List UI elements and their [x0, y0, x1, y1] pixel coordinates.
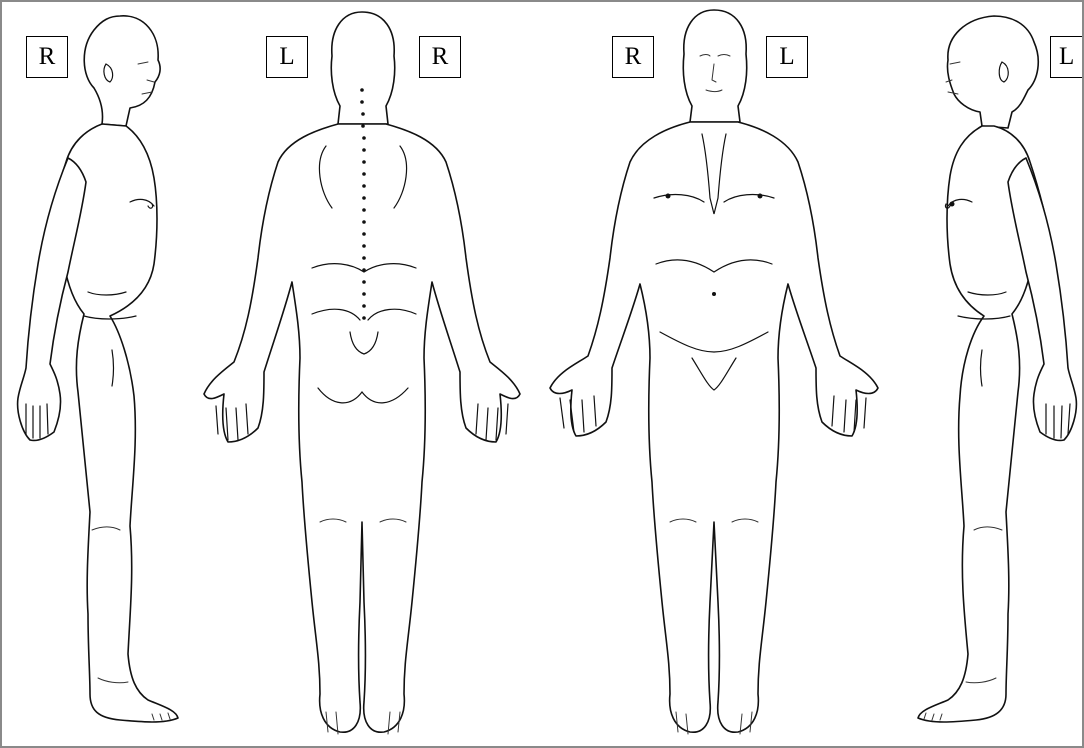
back-view-right-label: R	[419, 36, 461, 78]
front-view-left-label: L	[766, 36, 808, 78]
back-view-figure	[204, 12, 520, 734]
front-view-right-label: R	[612, 36, 654, 78]
right-side-view-figure	[18, 16, 178, 722]
left-side-view-figure	[918, 16, 1076, 722]
side-view-left-label: L	[1050, 36, 1084, 78]
side-view-right-label: R	[26, 36, 68, 78]
front-view-figure	[550, 10, 878, 734]
back-view-left-label: L	[266, 36, 308, 78]
